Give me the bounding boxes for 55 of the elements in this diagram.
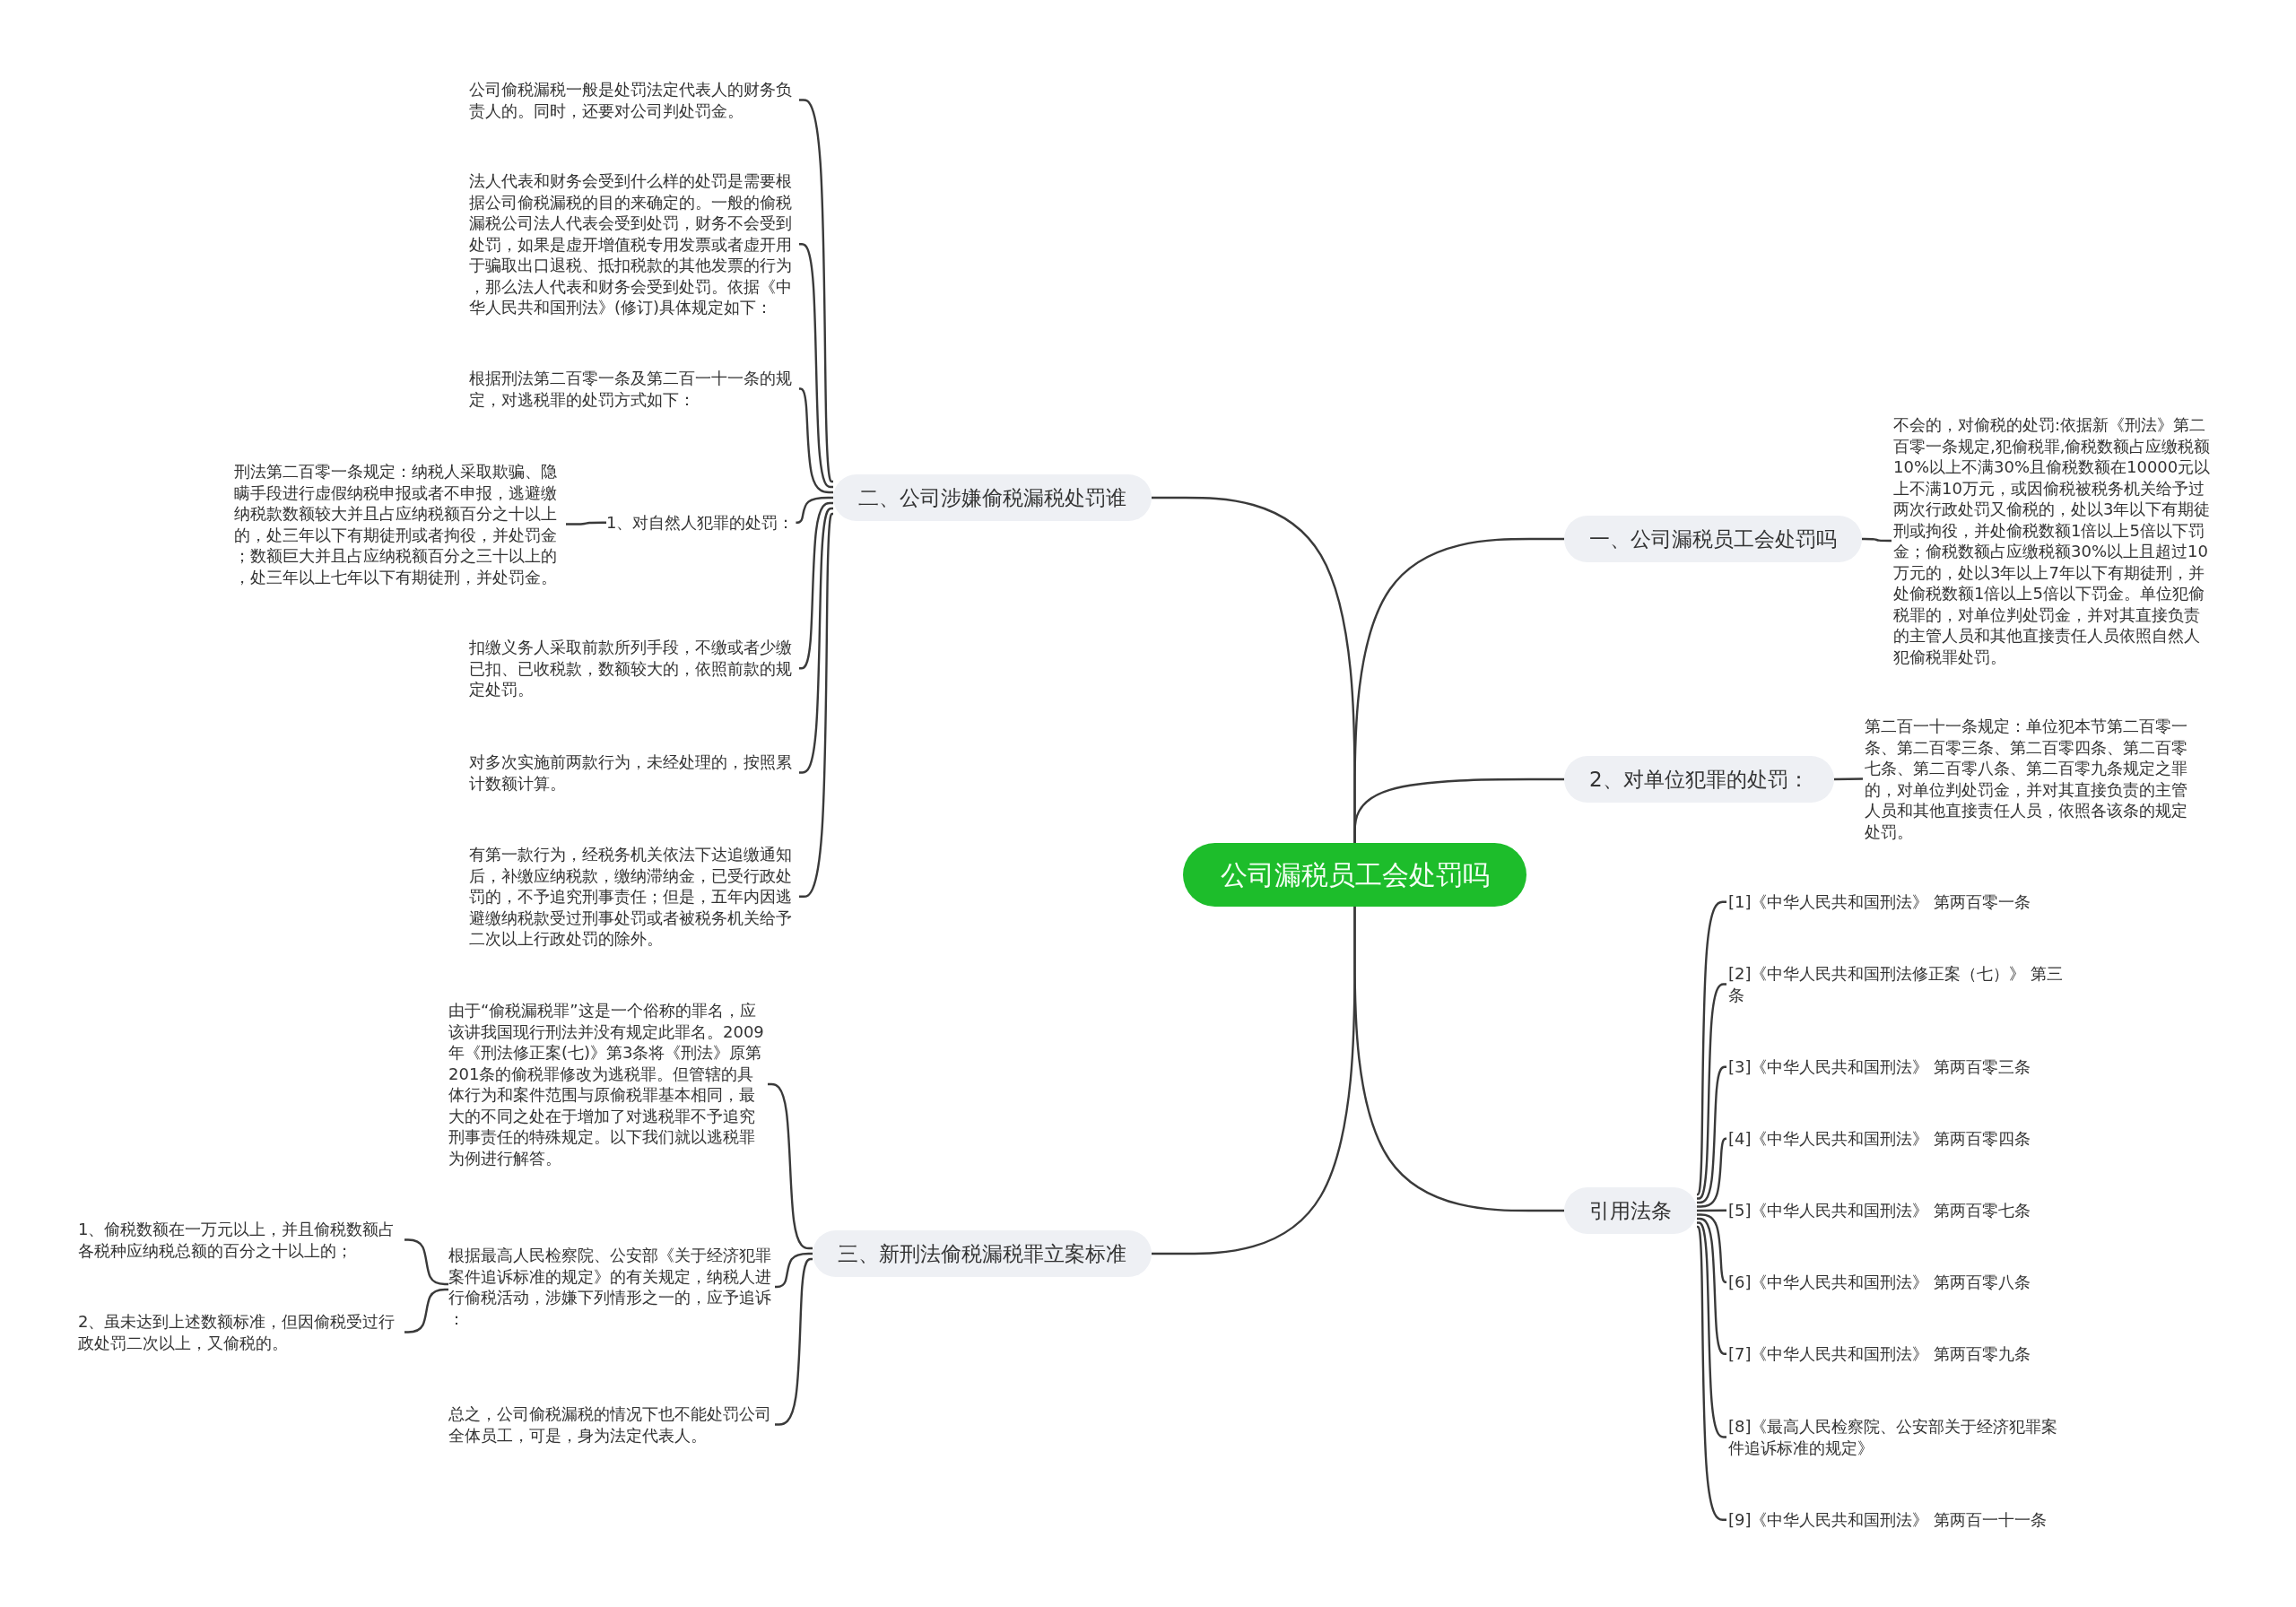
branch-topic: 三、新刑法偷税漏税罪立案标准 xyxy=(813,1230,1152,1277)
reference-text: [3]《中华人民共和国刑法》 第两百零三条 xyxy=(1728,1056,2069,1078)
reference-text: [6]《中华人民共和国刑法》 第两百零八条 xyxy=(1728,1272,2069,1293)
connector-line xyxy=(775,1252,813,1289)
branch-topic: 2、对单位犯罪的处罚： xyxy=(1564,756,1834,803)
connector-line xyxy=(1697,1137,1727,1208)
branch-topic: 一、公司漏税员工会处罚吗 xyxy=(1564,516,1862,562)
reference-text: [9]《中华人民共和国刑法》 第两百一十一条 xyxy=(1728,1509,2069,1531)
connector-line xyxy=(1696,1225,1726,1521)
reference-text: [5]《中华人民共和国刑法》 第两百零七条 xyxy=(1728,1200,2069,1221)
connector-line xyxy=(798,387,833,494)
note-text: 刑法第二百零一条规定：纳税人采取欺骗、隐瞒手段进行虚假纳税申报或者不申报，逃避缴纳税款数额较大并且占应纳税额百分之十以上的，处三年以下有期徒刑或者拘役，并处罚金；数额巨大并且占应纳税额百分之三十以上的，处三年以上七年以下有期徒刑，并处罚金。 xyxy=(234,461,564,587)
reference-text: [2]《中华人民共和国刑法修正案（七）》 第三条 xyxy=(1728,963,2069,1005)
branch-topic: 二、公司涉嫌偷税漏税处罚谁 xyxy=(833,474,1152,521)
note-text: 总之，公司偷税漏税的情况下也不能处罚公司全体员工，可是，身为法定代表人。 xyxy=(448,1403,773,1446)
connector-line xyxy=(775,1257,813,1426)
connector-line xyxy=(799,501,833,670)
connector-line xyxy=(1697,1217,1726,1355)
connector-line xyxy=(1353,907,1564,1212)
connector-line xyxy=(1697,1213,1727,1283)
note-text: 对多次实施前两款行为，未经处理的，按照累计数额计算。 xyxy=(469,751,797,794)
connector-line xyxy=(796,496,833,524)
connector-line xyxy=(1833,777,1864,781)
connector-line xyxy=(1696,983,1726,1200)
reference-text: [1]《中华人民共和国刑法》 第两百零一条 xyxy=(1728,891,2069,913)
connector-line xyxy=(1696,900,1726,1196)
reference-text: [8]《最高人民检察院、公安部关于经济犯罪案件追诉标准的规定》 xyxy=(1728,1416,2069,1458)
connector-line xyxy=(768,1082,813,1250)
note-text: 1、偷税数额在一万元以上，并且偷税数额占各税种应纳税总额的百分之十以上的； xyxy=(78,1219,403,1261)
note-text: 1、对自然人犯罪的处罚： xyxy=(606,512,795,534)
note-text: 有第一款行为，经税务机关依法下达追缴通知后，补缴应纳税款，缴纳滞纳金，已受行政处罚的，不予追究刑事责任；但是，五年内因逃避缴纳税款受过刑事处罚或者被税务机关给予二次以上行政处罚的除外。 xyxy=(469,844,797,950)
note-text: 第二百一十一条规定：单位犯本节第二百零一条、第二百零三条、第二百零四条、第二百零七条、第二百零八条、第二百零九条规定之罪的，对单位判处罚金，并对其直接负责的主管人员和其他直接责任人员，依照各该条的规定处罚。 xyxy=(1865,716,2193,842)
note-text: 不会的，对偷税的处罚:依据新《刑法》第二百零一条规定,犯偷税罪,偷税数额占应缴税额10%以上不满30%且偷税数额在10000元以上不满10万元，或因偷税被税务机关给予过两次行政处罚又偷税的，处以3年以下有期徒刑或拘役，并处偷税数额1倍以上5倍以下罚金；偷税数额占应缴税额30%以上且超过10万元的，处以3年以上7年以下有期徒刑，并处偷税数额1倍以上5倍以下罚金。单位犯偷税罪的，对单位判处罚金，并对其直接负责的主管人员和其他直接责任人员依照自然人犯偷税罪处罚。 xyxy=(1893,414,2213,667)
note-text: 法人代表和财务会受到什么样的处罚是需要根据公司偷税漏税的目的来确定的。一般的偷税漏税公司法人代表会受到处罚，财务不会受到处罚，如果是虚开增值税专用发票或者虚开用于骗取出口退税、抵扣税款的其他发票的行为，那么法人代表和财务会受到处罚。依据《中华人民共和国刑法》(修订)具体规定如下： xyxy=(469,170,797,318)
note-text: 扣缴义务人采取前款所列手段，不缴或者少缴已扣、已收税款，数额较大的，依照前款的规定处罚。 xyxy=(469,637,797,700)
connector-line xyxy=(404,1288,448,1333)
note-text: 2、虽未达到上述数额标准，但因偷税受过行政处罚二次以上，又偷税的。 xyxy=(78,1311,403,1353)
connector-line xyxy=(566,521,606,526)
note-text: 根据最高人民检察院、公安部《关于经济犯罪案件追诉标准的规定》的有关规定，纳税人进行偷税活动，涉嫌下列情形之一的，应予追诉： xyxy=(448,1245,773,1329)
note-text: 根据刑法第二百零一条及第二百一十一条的规定，对逃税罪的处罚方式如下： xyxy=(469,368,797,410)
connector-line xyxy=(799,99,834,483)
note-text: 公司偷税漏税一般是处罚法定代表人的财务负责人的。同时，还要对公司判处罚金。 xyxy=(469,79,797,121)
note-text: 由于“偷税漏税罪”这是一个俗称的罪名，应该讲我国现行刑法并没有规定此罪名。2009年《刑法修正案(七)》第3条将《刑法》原第201条的偷税罪修改为逃税罪。但管辖的具体行为和案件范围与原偷税罪基本相同，最大的不同之处在于增加了对逃税罪不予追究刑事责任的特殊规定。以下我们就以逃税罪为例进行解答。 xyxy=(448,1000,766,1168)
reference-text: [7]《中华人民共和国刑法》 第两百零九条 xyxy=(1728,1343,2069,1365)
connector-line xyxy=(1862,537,1892,543)
connector-line xyxy=(799,243,833,489)
connector-line xyxy=(1697,1209,1726,1212)
branch-topic: 引用法条 xyxy=(1564,1187,1697,1234)
connector-line xyxy=(1696,1221,1726,1438)
reference-text: [4]《中华人民共和国刑法》 第两百零四条 xyxy=(1728,1128,2069,1150)
connector-line xyxy=(1353,777,1564,843)
connector-line xyxy=(799,507,833,774)
connector-line xyxy=(1697,1065,1726,1204)
connector-line xyxy=(799,512,834,898)
central-topic: 公司漏税员工会处罚吗 xyxy=(1183,843,1526,907)
